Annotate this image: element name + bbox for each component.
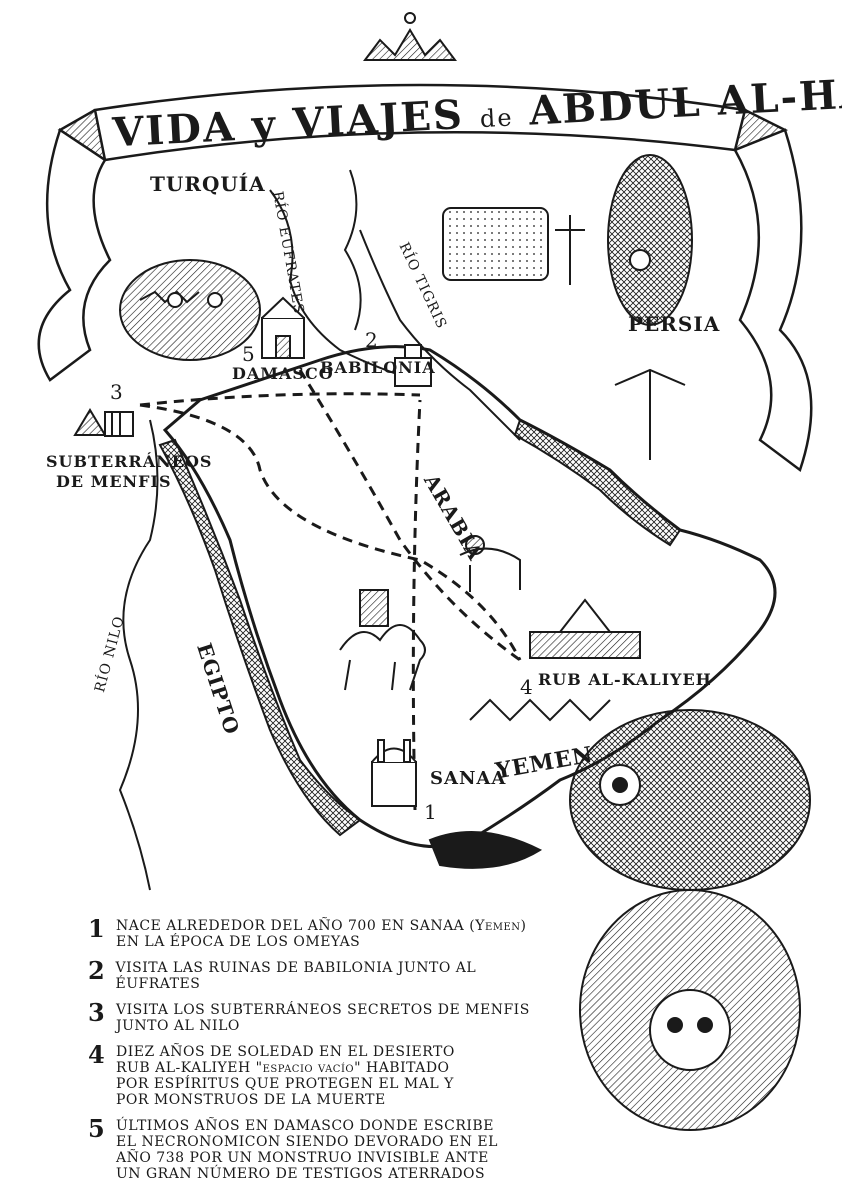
persia-decorations-icon (442, 207, 686, 460)
legend-line: POR MONSTRUOS DE LA MUERTE (116, 1092, 386, 1108)
place-babilonia: BABILONIA (320, 358, 436, 377)
legend-number: 4 (88, 1040, 105, 1069)
legend-item-1: 1 NACE ALREDEDOR DEL AÑO 700 EN SANAA (Y… (88, 914, 558, 951)
river-eufrates (269, 189, 401, 376)
place-sanaa: SANAA (430, 768, 507, 789)
place-number-4: 4 (520, 675, 534, 699)
region-persia: PERSIA (628, 312, 721, 336)
travel-route (139, 369, 522, 811)
title-banner (37, 83, 813, 473)
title-part-2: de (479, 103, 515, 134)
legend-line: EN LA ÉPOCA DE LOS OMEYAS (116, 934, 361, 950)
river-nilo (118, 419, 159, 891)
legend-line: JUNTO AL NILO (116, 1018, 240, 1034)
legend-text: VISITA LOS SUBTERRÁNEOS SECRETOS DE MENF… (116, 1002, 530, 1034)
legend-line: POR ESPÍRITUS QUE PROTEGEN EL MAL Y (116, 1076, 454, 1092)
rub-al-kaliyeh-ornament (469, 598, 641, 722)
legend-text: ÚLTIMOS AÑOS EN DAMASCO DONDE ESCRIBE EL… (116, 1118, 498, 1182)
place-rub-al-kaliyeh: RUB AL-KALIYEH (538, 670, 712, 689)
legend-line: ÚLTIMOS AÑOS EN DAMASCO DONDE ESCRIBE (116, 1118, 494, 1134)
damasco-building-icon (261, 296, 305, 359)
sea-monsters-southeast (569, 709, 811, 1131)
menfis-ruins-icon (73, 408, 134, 437)
place-menfis-line1: SUBTERRÁNEOS (46, 452, 213, 471)
place-number-5: 5 (242, 342, 256, 366)
legend-line: NACE ALREDEDOR DEL AÑO 700 EN SANAA (Yem… (116, 918, 527, 934)
river-tigris (359, 229, 521, 441)
legend-item-2: 2 VISITA LAS RUINAS DE BABILONIA JUNTO A… (88, 956, 558, 993)
sea-monsters-persia (607, 154, 693, 326)
sea-monster-south (428, 831, 543, 869)
legend: 1 NACE ALREDEDOR DEL AÑO 700 EN SANAA (Y… (88, 914, 558, 1192)
place-damasco: DAMASCO (232, 364, 334, 383)
legend-line: VISITA LAS RUINAS DE BABILONIA JUNTO AL … (115, 960, 477, 992)
legend-line: RUB AL-KALIYEH "espacio vacío" HABITADO (116, 1060, 450, 1076)
legend-line: EL NECRONOMICON SIENDO DEVORADO EN EL (116, 1134, 498, 1150)
legend-number: 3 (88, 998, 105, 1027)
legend-item-3: 3 VISITA LOS SUBTERRÁNEOS SECRETOS DE ME… (88, 998, 558, 1035)
region-turquia: TURQUÍA (150, 172, 266, 196)
legend-number: 1 (88, 914, 105, 943)
crown-ornament-icon (363, 12, 457, 61)
legend-text: DIEZ AÑOS DE SOLEDAD EN EL DESIERTO RUB … (116, 1044, 455, 1108)
place-menfis-line2: DE MENFIS (56, 472, 172, 491)
sea-monsters-northwest (119, 259, 261, 361)
legend-line: UN GRAN NÚMERO DE TESTIGOS ATERRADOS (116, 1166, 486, 1182)
legend-text: VISITA LAS RUINAS DE BABILONIA JUNTO AL … (116, 960, 558, 992)
place-number-3: 3 (110, 380, 124, 404)
legend-number: 5 (88, 1114, 105, 1143)
place-number-1: 1 (424, 800, 438, 824)
legend-number: 2 (88, 956, 105, 985)
legend-item-4: 4 DIEZ AÑOS DE SOLEDAD EN EL DESIERTO RU… (88, 1040, 558, 1109)
desert-creature-icon (459, 535, 521, 592)
snake-staff-icon (343, 169, 362, 331)
legend-text: NACE ALREDEDOR DEL AÑO 700 EN SANAA (Yem… (116, 918, 527, 950)
babilonia-ruins-icon (394, 344, 432, 387)
sanaa-mosque-icon (371, 739, 417, 807)
camel-rider-icon (339, 589, 426, 691)
legend-line: VISITA LOS SUBTERRÁNEOS SECRETOS DE MENF… (116, 1002, 530, 1018)
place-number-2: 2 (365, 328, 379, 352)
legend-line: AÑO 738 POR UN MONSTRUO INVISIBLE ANTE (116, 1150, 489, 1166)
rivers (118, 189, 521, 891)
legend-line: DIEZ AÑOS DE SOLEDAD EN EL DESIERTO (116, 1044, 455, 1060)
legend-item-5: 5 ÚLTIMOS AÑOS EN DAMASCO DONDE ESCRIBE … (88, 1114, 558, 1183)
